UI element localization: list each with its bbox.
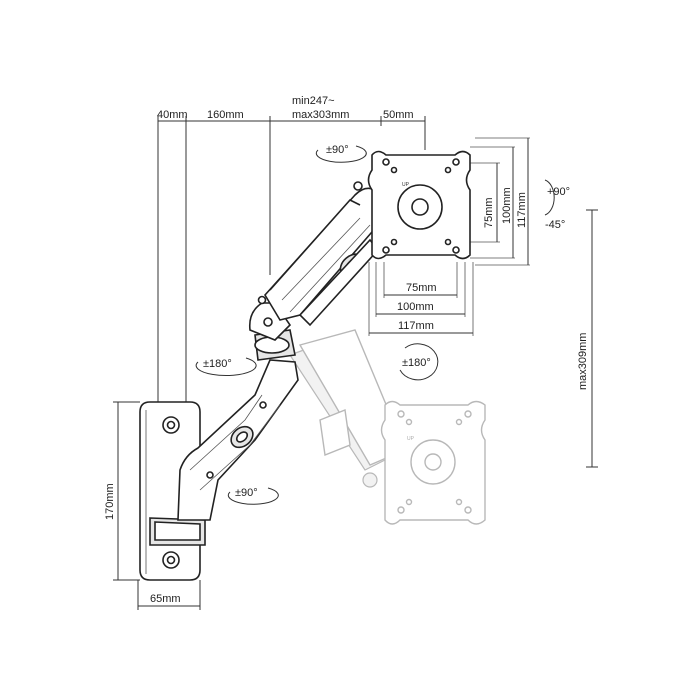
dim-reach-max: max303mm xyxy=(292,109,349,121)
dim-wall-height: 170mm xyxy=(104,483,116,520)
dim-rot-top: ±90° xyxy=(326,144,349,156)
up-label: UP xyxy=(402,182,410,188)
dim-tilt-up: +90° xyxy=(547,186,570,198)
dim-vesa-75-h: 75mm xyxy=(406,282,437,294)
dim-160: 160mm xyxy=(207,109,244,121)
dim-height-max: max309mm xyxy=(577,333,589,390)
lowered-position-ghost: UP xyxy=(289,329,486,525)
dim-vesa-100-h: 100mm xyxy=(397,301,434,313)
dim-40: 40mm xyxy=(157,109,188,121)
rotate-arrow-top xyxy=(315,145,367,163)
upper-arm xyxy=(264,181,386,327)
tilt-arrow xyxy=(544,179,555,216)
dim-wall-width: 65mm xyxy=(150,593,181,605)
vesa-plate: UP xyxy=(367,150,471,260)
dim-vesa-117-h: 117mm xyxy=(398,320,434,332)
dim-vesa-75-v: 75mm xyxy=(483,197,495,228)
dim-rot-lower: ±90° xyxy=(235,487,258,499)
dimension-labels: 40mm 160mm min247~ max303mm 50mm ±90° +9… xyxy=(104,95,589,605)
dim-50: 50mm xyxy=(383,109,414,121)
dim-rot-joint: ±180° xyxy=(203,358,232,370)
dim-tilt-down: -45° xyxy=(545,219,565,231)
rotate-arrow-joint xyxy=(195,357,257,376)
rotate-arrow-lower xyxy=(227,487,279,505)
dim-vesa-100-v: 100mm xyxy=(501,187,513,224)
ghost-up-label: UP xyxy=(407,436,415,442)
dim-reach-min: min247~ xyxy=(292,95,335,107)
dim-rot-plate: ±180° xyxy=(402,357,431,369)
dimension-lines xyxy=(113,116,598,610)
elbow-joint xyxy=(248,295,296,361)
rotate-arrow-plate xyxy=(399,343,439,381)
rotation-indicators xyxy=(195,145,555,505)
dim-vesa-117-v: 117mm xyxy=(516,192,528,228)
lower-arm xyxy=(177,359,299,521)
